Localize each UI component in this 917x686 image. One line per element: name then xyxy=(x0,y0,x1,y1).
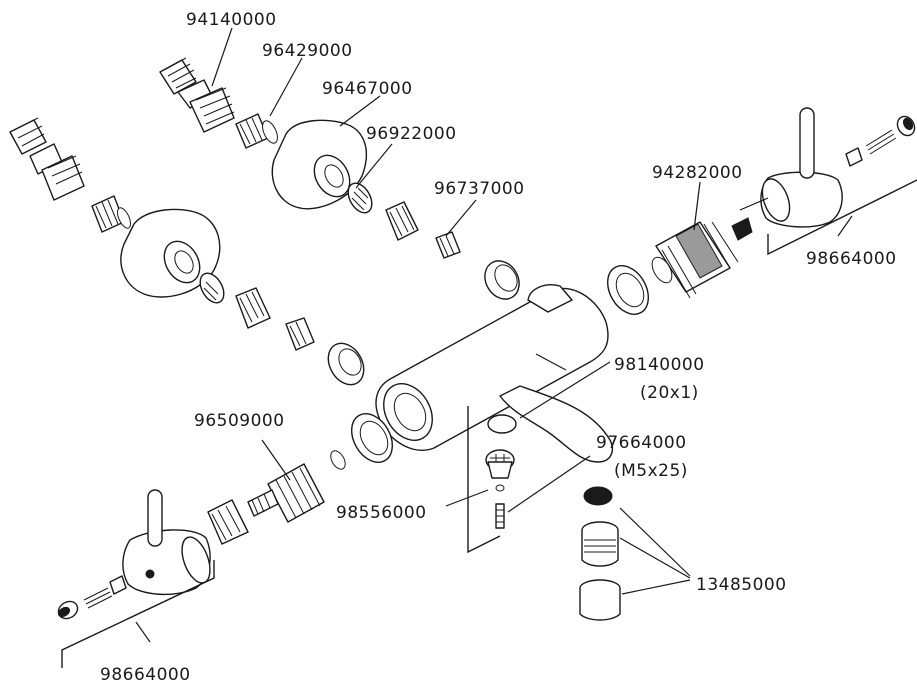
union-nut-lower xyxy=(327,342,365,386)
label-96429000: 96429000 xyxy=(262,41,353,61)
valve-96509000 xyxy=(247,463,325,523)
screw-cap-right xyxy=(845,115,916,167)
label-94140000: 94140000 xyxy=(186,10,277,30)
label-97664000: 97664000 xyxy=(596,433,687,453)
strainer-96922000 xyxy=(347,182,373,214)
strainer-lower xyxy=(199,272,225,304)
check-valve-96737000 xyxy=(385,201,461,259)
label-98664000-right: 98664000 xyxy=(806,249,897,269)
aerator-13485000 xyxy=(579,486,621,621)
handle-right xyxy=(760,107,843,228)
part-labels: 94140000 96429000 96467000 96922000 9673… xyxy=(100,10,897,685)
cover-ring-lower xyxy=(120,208,221,298)
thermostatic-cartridge-94282000 xyxy=(651,217,753,299)
ring-right xyxy=(607,265,649,315)
label-98140000: 98140000 xyxy=(614,355,705,375)
check-valve-lower xyxy=(235,287,315,351)
connector-94140000 xyxy=(159,57,235,133)
label-96467000: 96467000 xyxy=(322,79,413,99)
label-98556000: 98556000 xyxy=(336,503,427,523)
mixer-body xyxy=(375,284,614,463)
label-13485000: 13485000 xyxy=(696,575,787,595)
union-nut-top xyxy=(484,260,520,300)
label-98664000-left: 98664000 xyxy=(100,665,191,685)
label-94282000: 94282000 xyxy=(652,163,743,183)
label-98140000-spec: (20x1) xyxy=(640,383,699,403)
leader-lines xyxy=(61,27,917,668)
label-96737000: 96737000 xyxy=(434,179,525,199)
ring-left xyxy=(330,413,393,470)
screen-98556000 xyxy=(485,449,515,529)
filter-lower xyxy=(91,195,131,233)
label-96509000: 96509000 xyxy=(194,411,285,431)
connector-lower xyxy=(9,117,85,201)
label-97664000-spec: (M5x25) xyxy=(614,461,688,481)
handle-left xyxy=(122,489,211,596)
adapter-left xyxy=(207,499,249,545)
cover-ring-96467000 xyxy=(271,119,367,210)
o-ring-98140000 xyxy=(487,414,517,434)
label-96922000: 96922000 xyxy=(366,124,457,144)
screw-cap-left xyxy=(57,575,127,620)
filter-96429000 xyxy=(235,113,278,149)
